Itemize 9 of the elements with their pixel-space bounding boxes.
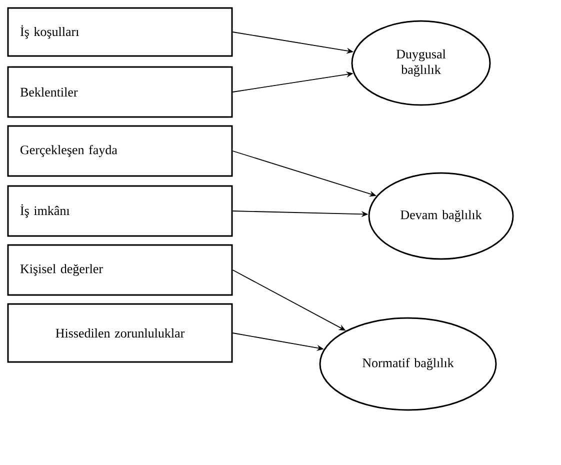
label-box: Beklentiler: [7, 66, 233, 118]
label-box: Hissedilen zorunluluklar: [7, 303, 233, 363]
oval: Devam bağlılık: [368, 172, 514, 260]
oval: Normatif bağlılık: [319, 317, 497, 411]
label-box: İş koşulları: [7, 7, 233, 57]
label-box: Gerçekleşen fayda: [7, 125, 233, 177]
oval: Duygusal bağlılık: [351, 20, 491, 106]
label-box: İş imkânı: [7, 185, 233, 237]
label-box: Kişisel değerler: [7, 244, 233, 296]
